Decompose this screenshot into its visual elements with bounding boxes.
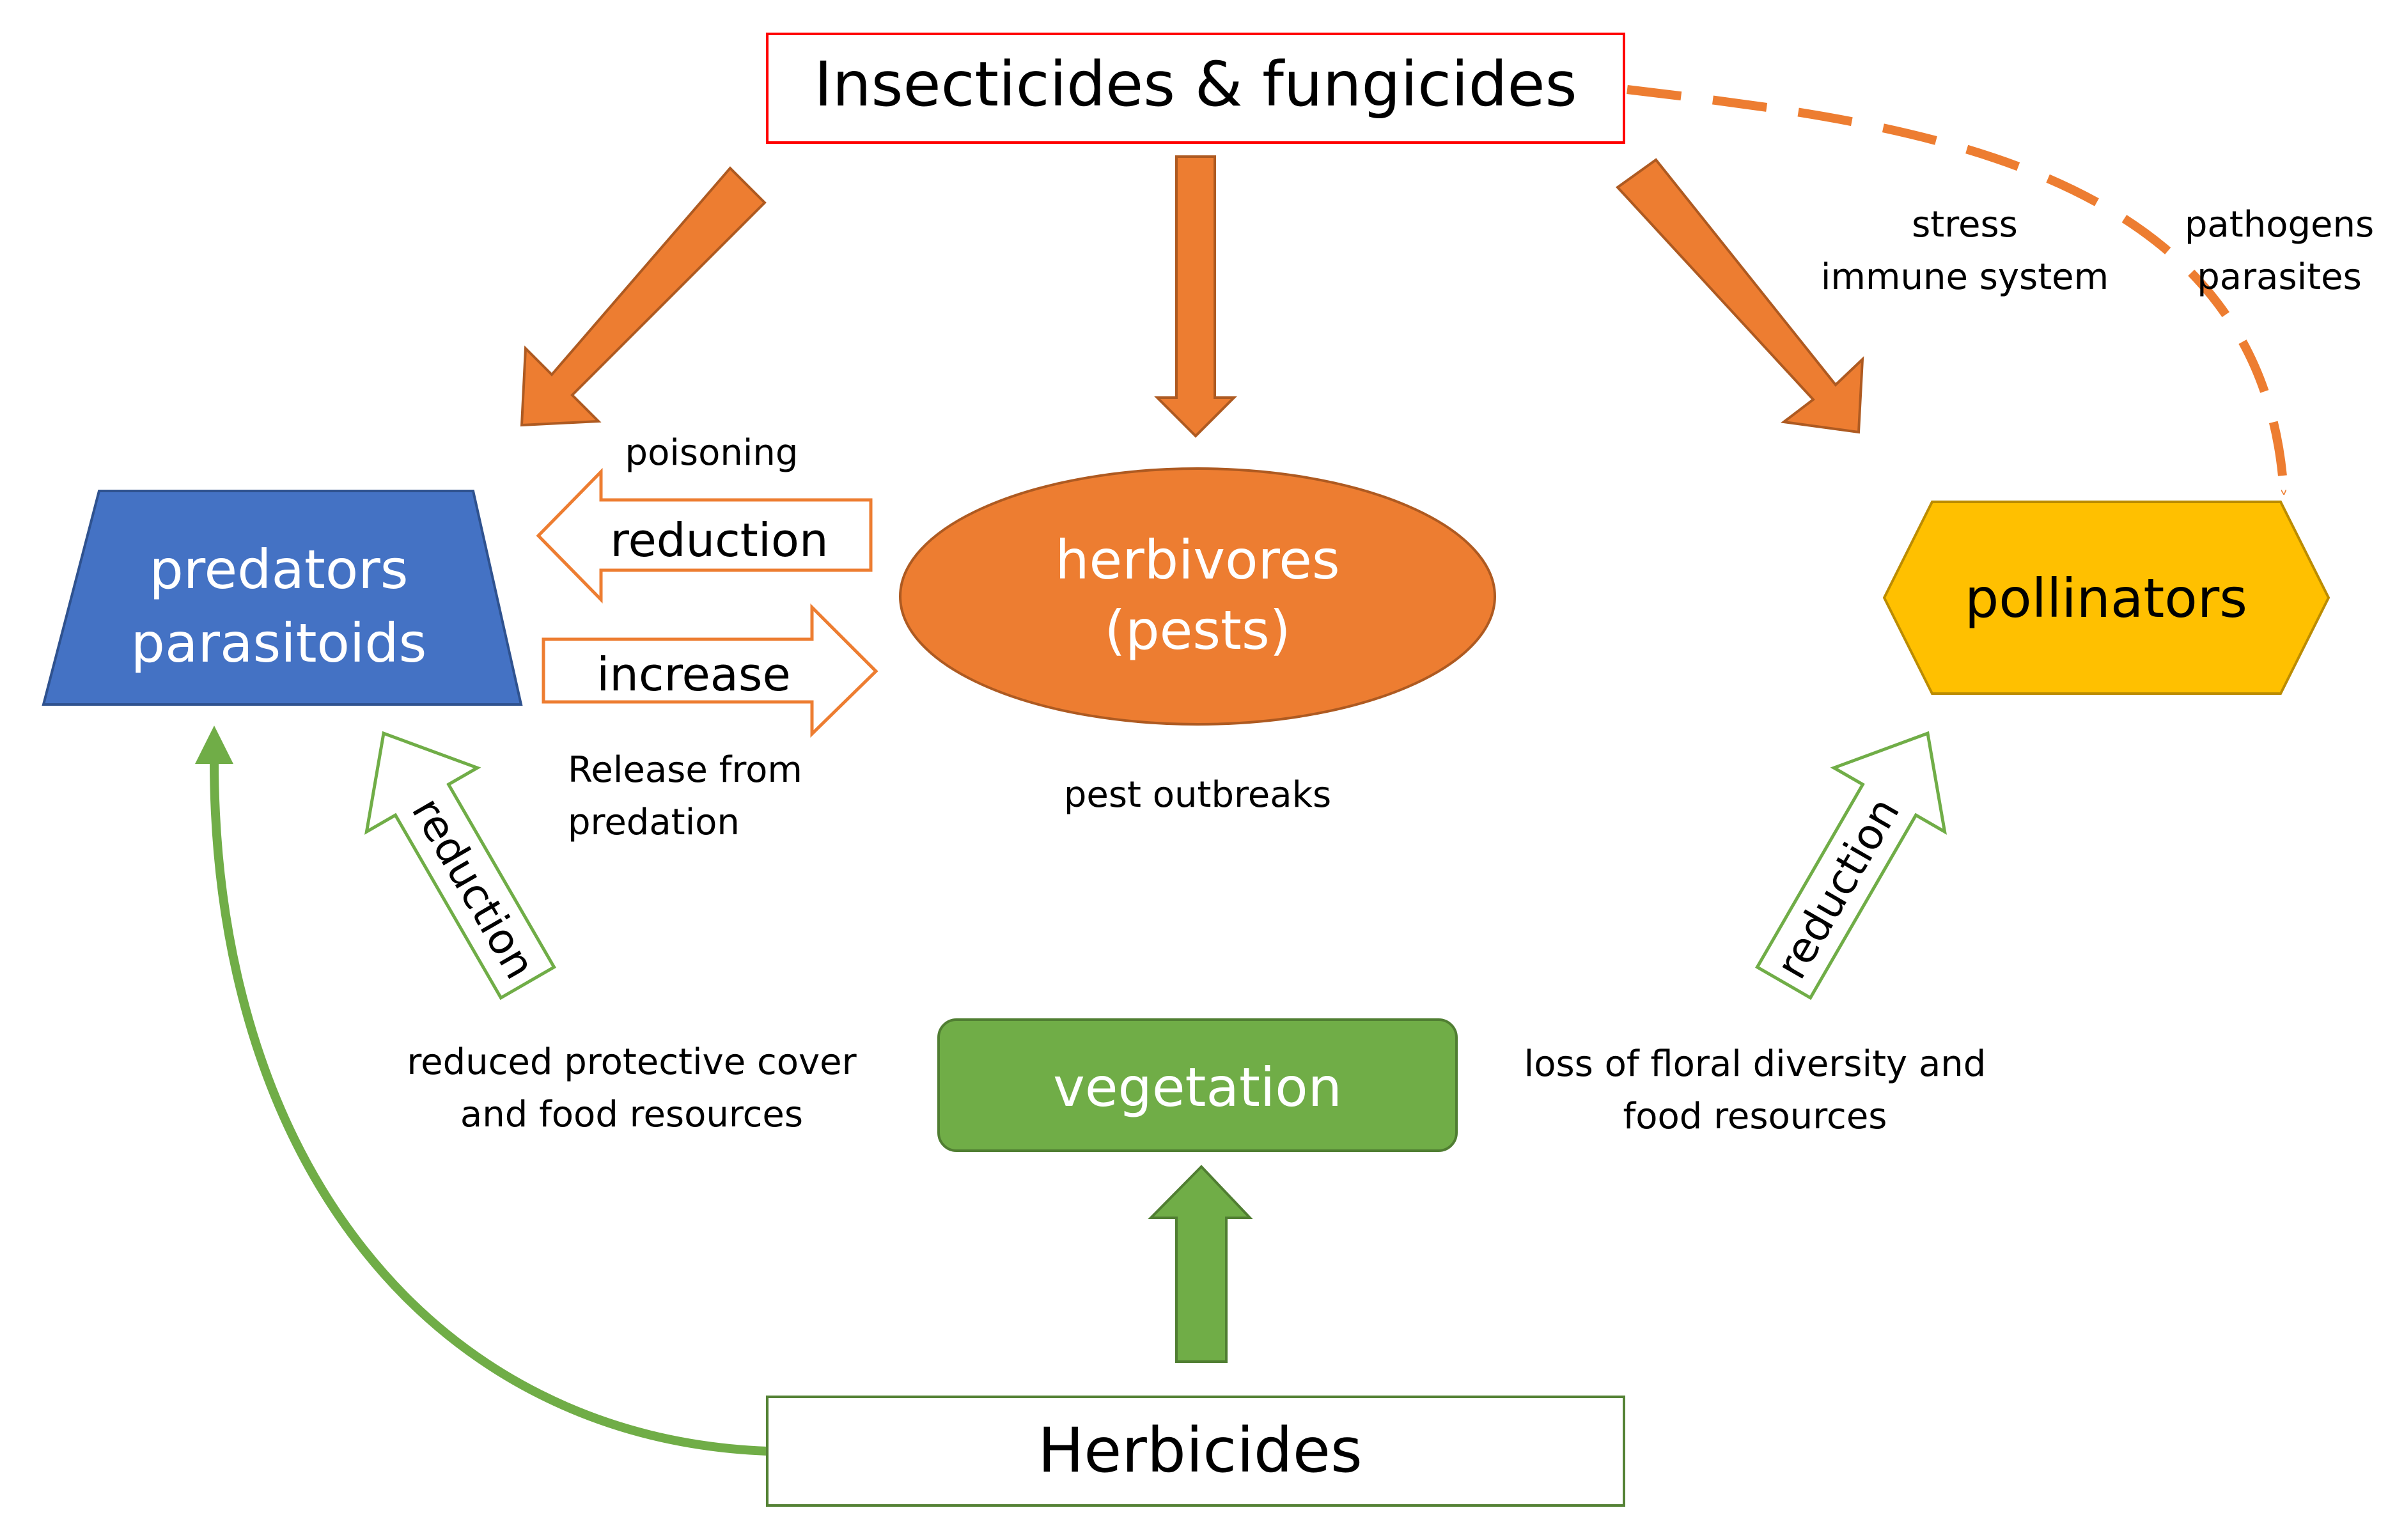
poisoning-label: poisoning xyxy=(625,432,799,474)
arrow-to-predators xyxy=(520,166,767,427)
increase-arrow-label: increase xyxy=(597,648,790,701)
predators-node: predators parasitoids xyxy=(42,490,523,706)
vegetation-label: vegetation xyxy=(1053,1056,1342,1119)
pathogens-label-line2: parasites xyxy=(2197,256,2362,298)
herbicides-box: Herbicides xyxy=(766,1396,1625,1507)
arrow-to-herbivores xyxy=(1154,155,1237,438)
herbivores-label-line1: herbivores xyxy=(1055,529,1339,591)
herbivores-node: herbivores (pests) xyxy=(899,467,1496,726)
floral-label-line2: food resources xyxy=(1623,1096,1887,1137)
stress-label-line2: immune system xyxy=(1821,256,2109,298)
stress-label-line1: stress xyxy=(1912,204,2018,245)
right-reduction-label: reduction xyxy=(1767,789,1909,987)
increase-arrow: increase xyxy=(542,603,878,738)
floral-label-line1: loss of floral diversity and xyxy=(1524,1043,1986,1085)
pollinators-node: pollinators xyxy=(1882,501,2330,695)
release-label-line2: predation xyxy=(568,802,740,843)
herbivores-label-line2: (pests) xyxy=(1104,599,1290,662)
pollinators-label: pollinators xyxy=(1965,567,2247,630)
reduction-arrow: reduction xyxy=(536,467,873,604)
curve-to-predators xyxy=(209,751,768,1456)
cover-label-line2: and food resources xyxy=(460,1094,803,1135)
release-label-line1: Release from xyxy=(568,749,802,791)
right-reduction-arrow: reduction xyxy=(1755,731,1947,1000)
curve-arrowhead xyxy=(195,726,233,764)
herbicides-label: Herbicides xyxy=(1038,1415,1362,1486)
predators-label-line1: predators xyxy=(149,538,408,601)
insecticides-box: Insecticides & fungicides xyxy=(766,33,1625,144)
dashed-arrow-to-pollinators xyxy=(1627,85,2288,492)
insecticides-label: Insecticides & fungicides xyxy=(814,49,1577,120)
arrow-to-pollinators xyxy=(1615,158,1864,434)
arrow-to-vegetation xyxy=(1148,1165,1253,1363)
pest-outbreaks-label: pest outbreaks xyxy=(1064,774,1331,816)
left-reduction-label: reduction xyxy=(402,789,545,987)
left-reduction-arrow: reduction xyxy=(364,731,556,1000)
predators-label-line2: parasitoids xyxy=(131,612,427,674)
vegetation-node: vegetation xyxy=(937,1018,1458,1152)
cover-label-line1: reduced protective cover xyxy=(407,1041,857,1083)
reduction-arrow-label: reduction xyxy=(610,513,828,567)
pathogens-label-line1: pathogens xyxy=(2185,204,2374,245)
